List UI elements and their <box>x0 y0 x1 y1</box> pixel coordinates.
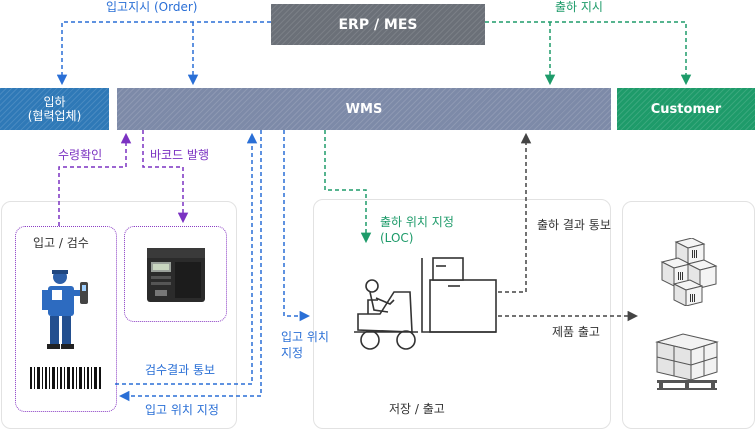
customer-box: Customer <box>617 88 755 130</box>
ship-result-line <box>498 132 532 293</box>
receipt-confirm-label: 수령확인 <box>58 148 103 162</box>
erp-mes-bar: ERP / MES <box>271 4 485 45</box>
inbound-loc-label: 입고 위치 <box>281 330 329 344</box>
inbound-supplier-box: 입하 (협력업체) <box>0 88 109 130</box>
inbound-loc-assign-label: 입고 위치 지정 <box>145 403 219 417</box>
wms-label: WMS <box>345 101 383 117</box>
ship-loc-code-label: (LOC) <box>380 231 414 245</box>
wms-bar: WMS <box>117 88 611 130</box>
barcode-issue-label: 바코드 발행 <box>150 148 210 162</box>
inspect-result-line <box>115 132 258 385</box>
supplier-label: (협력업체) <box>27 109 82 123</box>
order-label: 입고지시 (Order) <box>103 0 201 15</box>
ship-result-label: 출하 결과 통보 <box>537 218 611 232</box>
inbound-loc-line <box>118 130 262 402</box>
receipt-confirm-line <box>58 132 132 226</box>
inbound-label: 입하 <box>43 94 66 109</box>
inbound-storage-line <box>283 130 311 322</box>
order-line <box>56 21 271 86</box>
forklift-icon <box>354 257 497 350</box>
boxes-stack-icon <box>660 238 718 306</box>
ship-loc-line <box>324 130 372 244</box>
inspect-result-label: 검수결과 통보 <box>145 363 216 377</box>
label-printer-icon <box>147 248 205 302</box>
product-out-label: 제품 출고 <box>552 325 600 339</box>
barcode-icon <box>30 367 101 389</box>
ship-order-label: 출하 지시 <box>552 0 606 15</box>
barcode-issue-line <box>142 130 189 224</box>
worker-scanner-icon <box>42 270 88 349</box>
customer-label: Customer <box>650 101 722 117</box>
inspection-title: 입고 / 검수 <box>33 236 89 250</box>
printer-card <box>124 226 227 322</box>
ship-order-line <box>485 21 692 86</box>
storage-title: 저장 / 출고 <box>389 402 445 416</box>
pallet-boxes-icon <box>655 333 719 390</box>
erp-mes-label: ERP / MES <box>338 16 418 33</box>
inbound-loc-label-2: 지정 <box>281 346 304 360</box>
ship-loc-label: 출하 위치 지정 <box>380 215 454 229</box>
